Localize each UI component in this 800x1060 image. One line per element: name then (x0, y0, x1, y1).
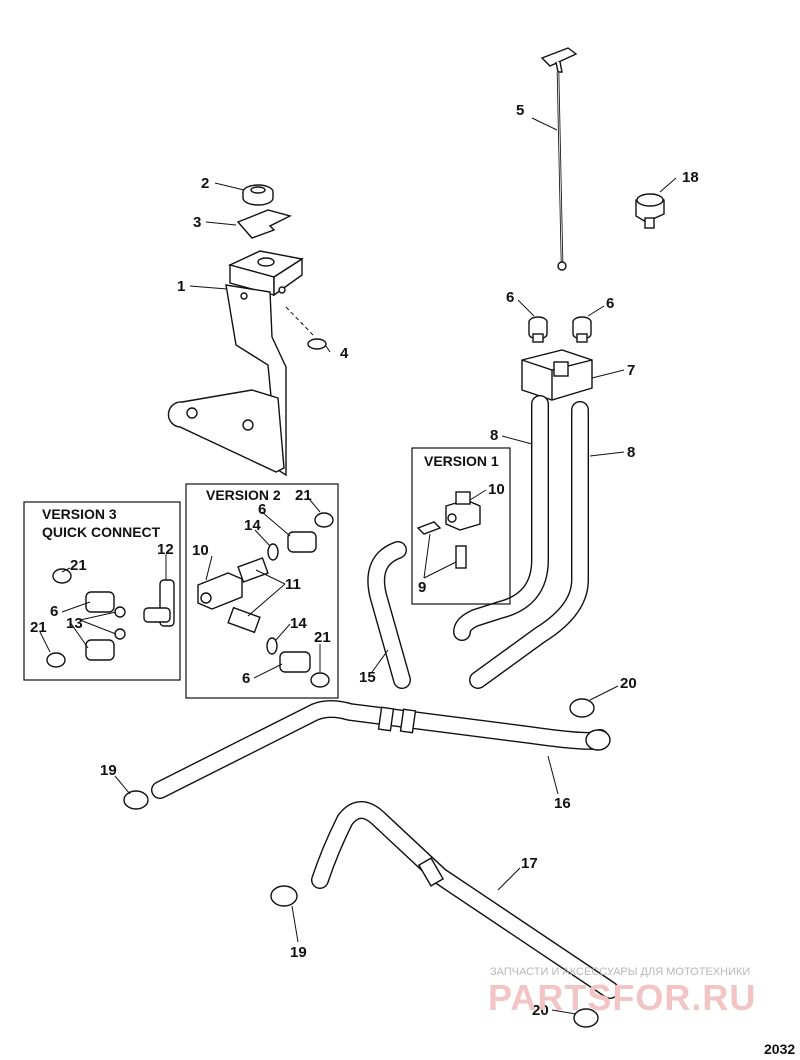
v3-callout-21b: 21 (30, 619, 47, 636)
callout-3: 3 (193, 214, 201, 231)
part-20-clamp-top (569, 698, 595, 718)
version-1-box (411, 447, 511, 605)
part-6-fitting-left (528, 316, 548, 343)
v2-callout-6b: 6 (242, 670, 250, 687)
part-1-bracket (167, 250, 304, 477)
v2-part-14-orings (266, 543, 279, 655)
callout-6b: 6 (606, 295, 614, 312)
v1-part-10-tee (445, 491, 481, 531)
part-6-fitting-right (572, 316, 592, 343)
part-7-block (521, 349, 593, 401)
part-20-clamp-bottom (573, 1008, 599, 1028)
v2-part-6-connectors (279, 531, 317, 673)
part-15-hose (367, 541, 411, 689)
watermark-logo: PARTSFOR.RU (488, 977, 756, 1018)
v2-callout-11: 11 (285, 576, 301, 593)
callout-8a: 8 (490, 427, 498, 444)
part-18-fitting (635, 193, 665, 229)
v2-callout-10: 10 (192, 542, 209, 559)
v2-callout-21b: 21 (314, 629, 331, 646)
v2-callout-21a: 21 (295, 487, 312, 504)
part-19-clamp-top (123, 790, 149, 810)
callout-8b: 8 (627, 444, 635, 461)
v2-callout-14a: 14 (244, 517, 261, 534)
part-2-cap (242, 184, 274, 206)
part-8-hose-right (469, 401, 589, 689)
callout-10: 10 (488, 481, 505, 498)
v3-part-6-connectors (85, 591, 115, 661)
callout-19a: 19 (100, 762, 117, 779)
callout-20a: 20 (620, 675, 637, 692)
callout-16: 16 (554, 795, 571, 812)
version-1-title: VERSION 1 (424, 453, 499, 469)
part-8-hose-left (453, 395, 549, 641)
version-3-box (23, 501, 181, 681)
callout-4: 4 (340, 345, 349, 362)
v2-callout-6a: 6 (258, 501, 266, 518)
callout-15: 15 (359, 669, 376, 686)
part-16-hose (151, 700, 611, 799)
version-2-box (185, 483, 339, 699)
callout-19b: 19 (290, 944, 307, 961)
v3-callout-6: 6 (50, 603, 58, 620)
leader-lines (39, 117, 677, 1015)
v2-part-11-fittings (227, 557, 269, 634)
v3-part-12-tee (143, 579, 175, 627)
v3-callout-21a: 21 (70, 557, 87, 574)
v2-part-21-clips (310, 512, 334, 688)
version-2-title: VERSION 2 (206, 487, 281, 503)
callout-2: 2 (201, 175, 209, 192)
part-5-dipstick (540, 47, 578, 271)
version-3-title-line1: VERSION 3 (42, 506, 117, 522)
callout-18: 18 (682, 169, 699, 186)
diagram-code: 2032 (764, 1041, 795, 1057)
v2-part-10-tee (197, 572, 243, 610)
callout-5: 5 (516, 102, 524, 119)
watermark-tagline: ЗАПЧАСТИ И АКСЕССУАРЫ ДЛЯ МОТОТЕХНИКИ (490, 966, 750, 978)
part-19-clamp-bottom (270, 885, 298, 907)
v3-callout-12: 12 (157, 541, 174, 558)
callout-1: 1 (177, 278, 185, 295)
callout-6a: 6 (506, 289, 514, 306)
callout-17: 17 (521, 855, 538, 872)
callout-7: 7 (627, 362, 635, 379)
v1-part-9-fittings (416, 521, 467, 569)
version-3-title-line2: QUICK CONNECT (42, 524, 161, 540)
part-4-washer (307, 338, 327, 350)
v2-callout-14b: 14 (290, 615, 307, 632)
part-3-gasket (236, 209, 292, 239)
callout-20b: 20 (532, 1002, 549, 1019)
part-17-hose (311, 801, 619, 999)
v3-part-21-clips (46, 568, 72, 668)
v3-callout-13: 13 (66, 615, 83, 632)
v3-part-13-orings (114, 606, 126, 640)
callout-9: 9 (418, 579, 426, 596)
